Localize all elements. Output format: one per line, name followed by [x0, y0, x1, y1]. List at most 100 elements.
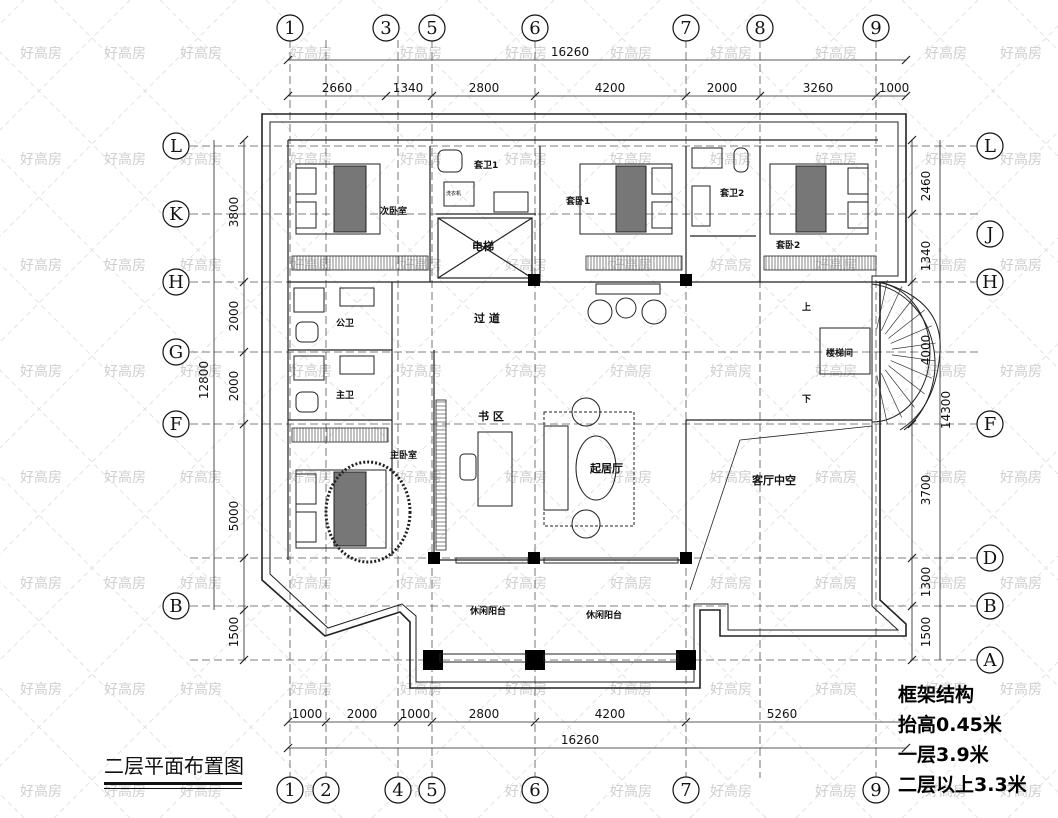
watermark-text: 好高房	[104, 783, 146, 800]
watermark-text: 好高房	[710, 363, 752, 380]
watermark-text: 好高房	[400, 45, 442, 62]
dim-segment: 3260	[803, 81, 834, 95]
bed-master	[295, 469, 387, 549]
axis-label: 5	[426, 18, 437, 39]
axis-label: 8	[754, 18, 765, 39]
watermark-text: 好高房	[104, 681, 146, 698]
watermark-text: 好高房	[1000, 363, 1042, 380]
balcony-rails	[439, 557, 679, 663]
wardrobe-hatching	[293, 256, 875, 547]
watermark-text: 好高房	[180, 469, 222, 486]
watermark-text: 好高房	[20, 257, 62, 274]
axis-label: B	[983, 596, 996, 617]
axis-label: H	[168, 272, 184, 293]
dim-segment: 3800	[227, 197, 241, 228]
axis-label: 5	[426, 780, 437, 801]
dim-segment: 2000	[707, 81, 738, 95]
watermark-text: 好高房	[610, 575, 652, 592]
watermark-text: 好高房	[290, 575, 332, 592]
watermark-text: 好高房	[710, 783, 752, 800]
dim-segment: 1500	[227, 617, 241, 648]
watermark-text: 好高房	[710, 151, 752, 168]
axis-label: B	[169, 596, 182, 617]
axis-label: H	[982, 272, 998, 293]
axis-label: 9	[870, 18, 881, 39]
wardrobes	[291, 255, 877, 551]
watermark-text: 好高房	[815, 469, 857, 486]
dim-segment: 5260	[767, 707, 798, 721]
watermark-text: 好高房	[925, 783, 967, 800]
title-underline-thin	[104, 788, 242, 789]
right-total-dim: 14300	[939, 391, 953, 429]
room-stairwell: 楼梯间	[826, 347, 853, 359]
watermark-text: 好高房	[20, 783, 62, 800]
watermark-text: 好高房	[610, 783, 652, 800]
watermark-text: 好高房	[815, 45, 857, 62]
watermark-text: 好高房	[104, 363, 146, 380]
axis-label: K	[169, 204, 183, 225]
bottom-total-dim: 16260	[561, 733, 599, 747]
watermark-text: 好高房	[610, 363, 652, 380]
watermark-text: 好高房	[610, 257, 652, 274]
watermark-text: 好高房	[20, 151, 62, 168]
axis-label: L	[984, 136, 996, 157]
dim-segment: 1340	[919, 241, 933, 272]
axis-label: 4	[392, 780, 403, 801]
axis-label: J	[984, 224, 993, 245]
watermark-text: 好高房	[290, 681, 332, 698]
watermark-text: 好高房	[505, 151, 547, 168]
axis-label: D	[983, 548, 997, 569]
dim-segment: 2460	[919, 171, 933, 202]
void-lines	[689, 425, 873, 591]
room-master-bedroom: 主卧室	[390, 449, 417, 461]
room-secondary-bedroom: 次卧室	[380, 205, 407, 217]
dimension-ticks	[239, 55, 917, 753]
dim-segment: 2800	[469, 81, 500, 95]
watermark-text: 好高房	[610, 151, 652, 168]
watermark-text: 好高房	[290, 469, 332, 486]
watermark-text: 好高房	[20, 575, 62, 592]
beds	[295, 163, 869, 564]
watermark-text: 好高房	[20, 363, 62, 380]
watermark-text: 好高房	[505, 45, 547, 62]
watermark-text: 好高房	[710, 575, 752, 592]
axis-label: 6	[529, 18, 540, 39]
room-sitting: 起居厅	[589, 461, 623, 475]
bed-suite-1	[579, 163, 673, 235]
watermark-text: 好高房	[505, 363, 547, 380]
watermark-text: 好高房	[180, 575, 222, 592]
watermark-text: 好高房	[180, 783, 222, 800]
watermark-text: 好高房	[710, 257, 752, 274]
watermark-text: 好高房	[710, 469, 752, 486]
watermark-text: 好高房	[1000, 257, 1042, 274]
watermark-text: 好高房	[610, 45, 652, 62]
watermark-text: 好高房	[505, 469, 547, 486]
watermark-text: 好高房	[180, 363, 222, 380]
axis-label: F	[984, 414, 997, 435]
watermark-text: 好高房	[815, 681, 857, 698]
axis-label: 2	[320, 780, 331, 801]
dim-segment: 2000	[347, 707, 378, 721]
watermark-text: 好高房	[815, 783, 857, 800]
top-total-dim: 16260	[551, 45, 589, 59]
room-suite-bath-2: 套卫2	[720, 187, 744, 199]
room-suite-bedroom-1: 套卧1	[566, 195, 590, 207]
title-underline	[104, 782, 242, 785]
dim-segment: 3700	[919, 475, 933, 506]
watermark-text: 好高房	[1000, 783, 1042, 800]
watermark-text: 好高房	[925, 575, 967, 592]
left-total-dim: 12800	[197, 361, 211, 399]
watermark-text: 好高房	[104, 575, 146, 592]
watermark-text: 好高房	[505, 681, 547, 698]
watermark-text: 好高房	[104, 469, 146, 486]
room-living-void: 客厅中空	[751, 473, 796, 487]
watermark-text: 好高房	[610, 469, 652, 486]
watermark-text: 好高房	[925, 681, 967, 698]
watermark-text: 好高房	[104, 45, 146, 62]
watermark-text: 好高房	[815, 257, 857, 274]
room-corridor: 过 道	[474, 311, 500, 325]
watermark-text: 好高房	[815, 575, 857, 592]
